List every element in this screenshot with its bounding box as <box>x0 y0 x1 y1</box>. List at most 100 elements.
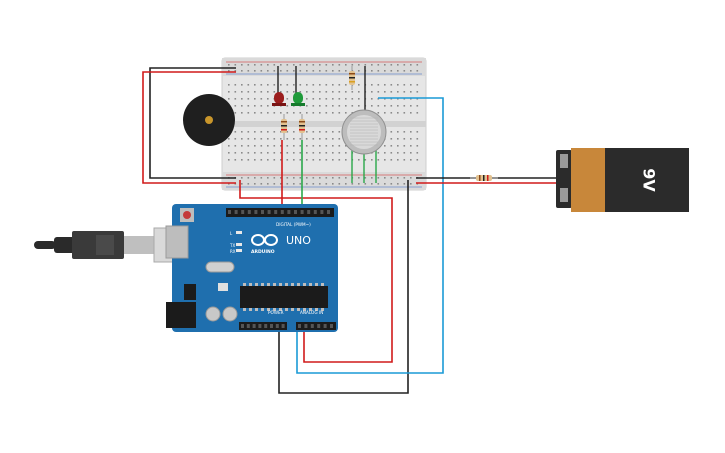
rail-hole <box>377 70 380 72</box>
breadboard-hole <box>280 131 282 133</box>
breadboard-hole <box>390 84 393 86</box>
breadboard-hole <box>247 91 250 93</box>
gas-sensor[interactable] <box>341 109 387 155</box>
breadboard-hole <box>332 91 334 93</box>
rail-hole <box>286 64 289 66</box>
header-pin <box>327 210 330 214</box>
rail-hole <box>280 177 282 179</box>
chip-leg <box>249 283 252 286</box>
breadboard-hole <box>416 159 419 161</box>
rail-hole <box>403 70 406 72</box>
rail-hole <box>286 70 289 72</box>
rail-hole <box>338 64 341 66</box>
breadboard-hole <box>332 159 334 161</box>
breadboard-hole <box>338 112 341 114</box>
breadboard-hole <box>260 84 263 86</box>
breadboard-hole <box>247 145 250 147</box>
breadboard-hole <box>397 152 399 154</box>
rail-hole <box>358 70 360 72</box>
rail-hole <box>364 183 367 185</box>
breadboard-hole <box>254 91 256 93</box>
breadboard-hole <box>325 105 328 107</box>
rail-hole <box>416 70 419 72</box>
rail-hole <box>358 177 360 179</box>
breadboard-hole <box>306 145 308 147</box>
rail-hole <box>267 177 269 179</box>
header-pin <box>298 324 301 328</box>
chip-leg <box>279 308 282 311</box>
l-label: L <box>230 231 233 236</box>
piezo-buzzer[interactable] <box>183 94 235 146</box>
rail-hole <box>319 64 321 66</box>
breadboard-hole <box>325 131 328 133</box>
breadboard-hole <box>241 84 243 86</box>
breadboard-hole <box>254 152 256 154</box>
rail-hole <box>254 177 256 179</box>
chip-leg <box>321 308 324 311</box>
breadboard-hole <box>416 145 419 147</box>
breadboard-hole <box>273 91 276 93</box>
breadboard-hole <box>384 159 386 161</box>
breadboard-hole <box>273 152 276 154</box>
usb-cable[interactable] <box>34 227 187 263</box>
arduino-uno[interactable]: UNO ARDUINO DIGITAL (PWM~) POWER ANALOG … <box>165 204 338 332</box>
breadboard-hole <box>306 152 308 154</box>
breadboard-hole <box>260 138 263 140</box>
breadboard-hole <box>403 152 406 154</box>
breadboard-hole <box>416 112 419 114</box>
chip-leg <box>261 283 264 286</box>
chip-leg <box>273 308 276 311</box>
led-green[interactable] <box>291 92 305 106</box>
resistor-led-red[interactable] <box>281 114 287 140</box>
breadboard-hole <box>306 105 308 107</box>
rail-hole <box>312 64 315 66</box>
breadboard-hole <box>293 91 295 93</box>
breadboard-hole <box>234 145 237 147</box>
resistor-battery[interactable] <box>470 175 498 181</box>
header-pin <box>270 324 273 328</box>
breadboard-hole <box>384 91 386 93</box>
resistor-led-green[interactable] <box>299 114 305 140</box>
breadboard-hole <box>319 131 321 133</box>
header-pin <box>304 324 308 328</box>
breadboard-hole <box>345 145 347 147</box>
breadboard-hole <box>397 145 399 147</box>
breadboard[interactable] <box>221 57 427 191</box>
chip-leg <box>315 308 318 311</box>
breadboard-hole <box>228 159 230 161</box>
rail-hole <box>312 177 315 179</box>
rail-hole <box>364 177 367 179</box>
breadboard-hole <box>319 105 321 107</box>
rail-hole <box>312 70 315 72</box>
breadboard-hole <box>416 84 419 86</box>
breadboard-hole <box>397 84 399 86</box>
breadboard-hole <box>312 152 315 154</box>
rail-hole <box>267 64 269 66</box>
resistor-sensor[interactable] <box>349 66 355 90</box>
breadboard-hole <box>390 138 393 140</box>
breadboard-hole <box>312 159 315 161</box>
chip-leg <box>267 283 270 286</box>
breadboard-hole <box>260 98 263 100</box>
breadboard-hole <box>286 98 289 100</box>
battery-9v[interactable]: 9V <box>556 148 689 212</box>
rail-hole <box>228 64 230 66</box>
breadboard-hole <box>410 105 412 107</box>
breadboard-hole <box>260 91 263 93</box>
rail-hole <box>338 183 341 185</box>
rail-hole <box>280 183 282 185</box>
led-red[interactable] <box>272 92 286 106</box>
rail-hole <box>351 64 354 66</box>
chip-leg <box>249 308 252 311</box>
breadboard-hole <box>325 91 328 93</box>
digital-header <box>226 208 334 217</box>
breadboard-hole <box>416 152 419 154</box>
breadboard-hole <box>345 159 347 161</box>
rail-hole <box>267 183 269 185</box>
breadboard-hole <box>267 112 269 114</box>
chip-leg <box>285 308 288 311</box>
breadboard-hole <box>338 98 341 100</box>
breadboard-hole <box>306 98 308 100</box>
breadboard-hole <box>325 112 328 114</box>
